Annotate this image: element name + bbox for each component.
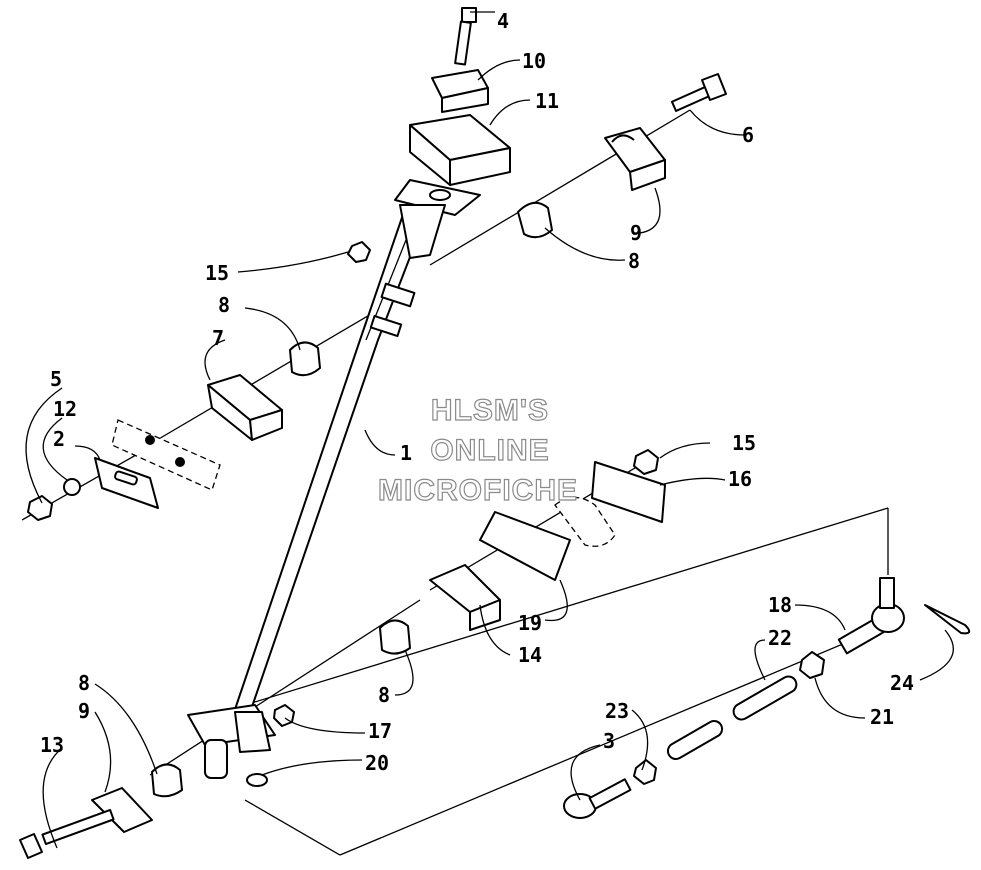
tie-rod-22 xyxy=(732,675,798,721)
steering-post xyxy=(187,179,481,779)
callout-2: 2 xyxy=(53,427,65,451)
bushing-8-mid xyxy=(289,341,321,377)
jam-nut-21 xyxy=(799,651,825,679)
nut-5 xyxy=(27,495,53,521)
washer-12 xyxy=(63,478,81,496)
watermark: HLSM'S ONLINE MICROFICHE xyxy=(377,393,578,507)
callout-6: 6 xyxy=(742,123,754,147)
tie-rod-end-3 xyxy=(563,778,632,819)
callout-11: 11 xyxy=(535,89,559,113)
frame-member-phantom xyxy=(111,419,221,491)
bushing-8-lower xyxy=(379,619,411,655)
clamp-9-lower xyxy=(91,787,153,833)
bushing-8-bottom xyxy=(151,763,183,798)
clamp-14 xyxy=(429,564,501,631)
callout-8-mid: 8 xyxy=(218,293,230,317)
callout-3: 3 xyxy=(603,729,615,753)
clamp-9-upper xyxy=(604,127,666,191)
callout-9-lower: 9 xyxy=(78,699,90,723)
plate-2 xyxy=(94,457,159,509)
plate-19 xyxy=(479,511,571,581)
bushing-8-upper xyxy=(517,201,553,239)
callout-20: 20 xyxy=(365,751,389,775)
callout-23: 23 xyxy=(605,699,629,723)
callout-12: 12 xyxy=(53,397,77,421)
bracket-11 xyxy=(409,114,511,186)
plate-16 xyxy=(591,461,666,523)
callout-9-upper: 9 xyxy=(630,221,642,245)
callout-19: 19 xyxy=(518,611,542,635)
callout-18: 18 xyxy=(768,593,792,617)
callout-8-lower: 8 xyxy=(378,683,390,707)
callout-16: 16 xyxy=(728,467,752,491)
bolt-6 xyxy=(670,73,727,112)
watermark-line-3: MICROFICHE xyxy=(378,474,578,507)
bracket-phantom xyxy=(554,496,616,547)
callout-17: 17 xyxy=(368,719,392,743)
nut-15-lower xyxy=(633,449,659,475)
callout-13: 13 xyxy=(40,733,64,757)
nut-15-upper xyxy=(347,241,371,263)
nut-17 xyxy=(273,704,295,727)
callout-1: 1 xyxy=(400,441,412,465)
bolt-4 xyxy=(454,7,477,66)
leader-lines xyxy=(25,11,954,849)
callout-24: 24 xyxy=(890,671,914,695)
callout-labels: 4 10 11 6 9 8 15 8 7 5 12 2 1 15 16 19 1… xyxy=(40,9,914,775)
tie-rod-end-18 xyxy=(837,577,905,655)
callout-21: 21 xyxy=(870,705,894,729)
bolt-13 xyxy=(19,808,115,859)
callout-22: 22 xyxy=(768,626,792,650)
callout-8-bottom: 8 xyxy=(78,671,90,695)
callout-5: 5 xyxy=(50,367,62,391)
callout-8-upper: 8 xyxy=(628,249,640,273)
cotter-pin-24 xyxy=(924,604,971,635)
callout-10: 10 xyxy=(522,49,546,73)
clamp-10 xyxy=(431,69,489,113)
callout-4: 4 xyxy=(497,9,509,33)
jam-nut-23 xyxy=(633,759,657,785)
callout-14: 14 xyxy=(518,643,542,667)
callout-7: 7 xyxy=(212,326,224,350)
tie-rod-sleeve xyxy=(666,720,724,760)
washer-20 xyxy=(246,773,268,787)
callout-15-upper: 15 xyxy=(205,261,229,285)
watermark-line-1: HLSM'S xyxy=(431,394,549,427)
clamp-7 xyxy=(207,374,283,441)
watermark-line-2: ONLINE xyxy=(430,434,549,467)
callout-15-lower: 15 xyxy=(732,431,756,455)
